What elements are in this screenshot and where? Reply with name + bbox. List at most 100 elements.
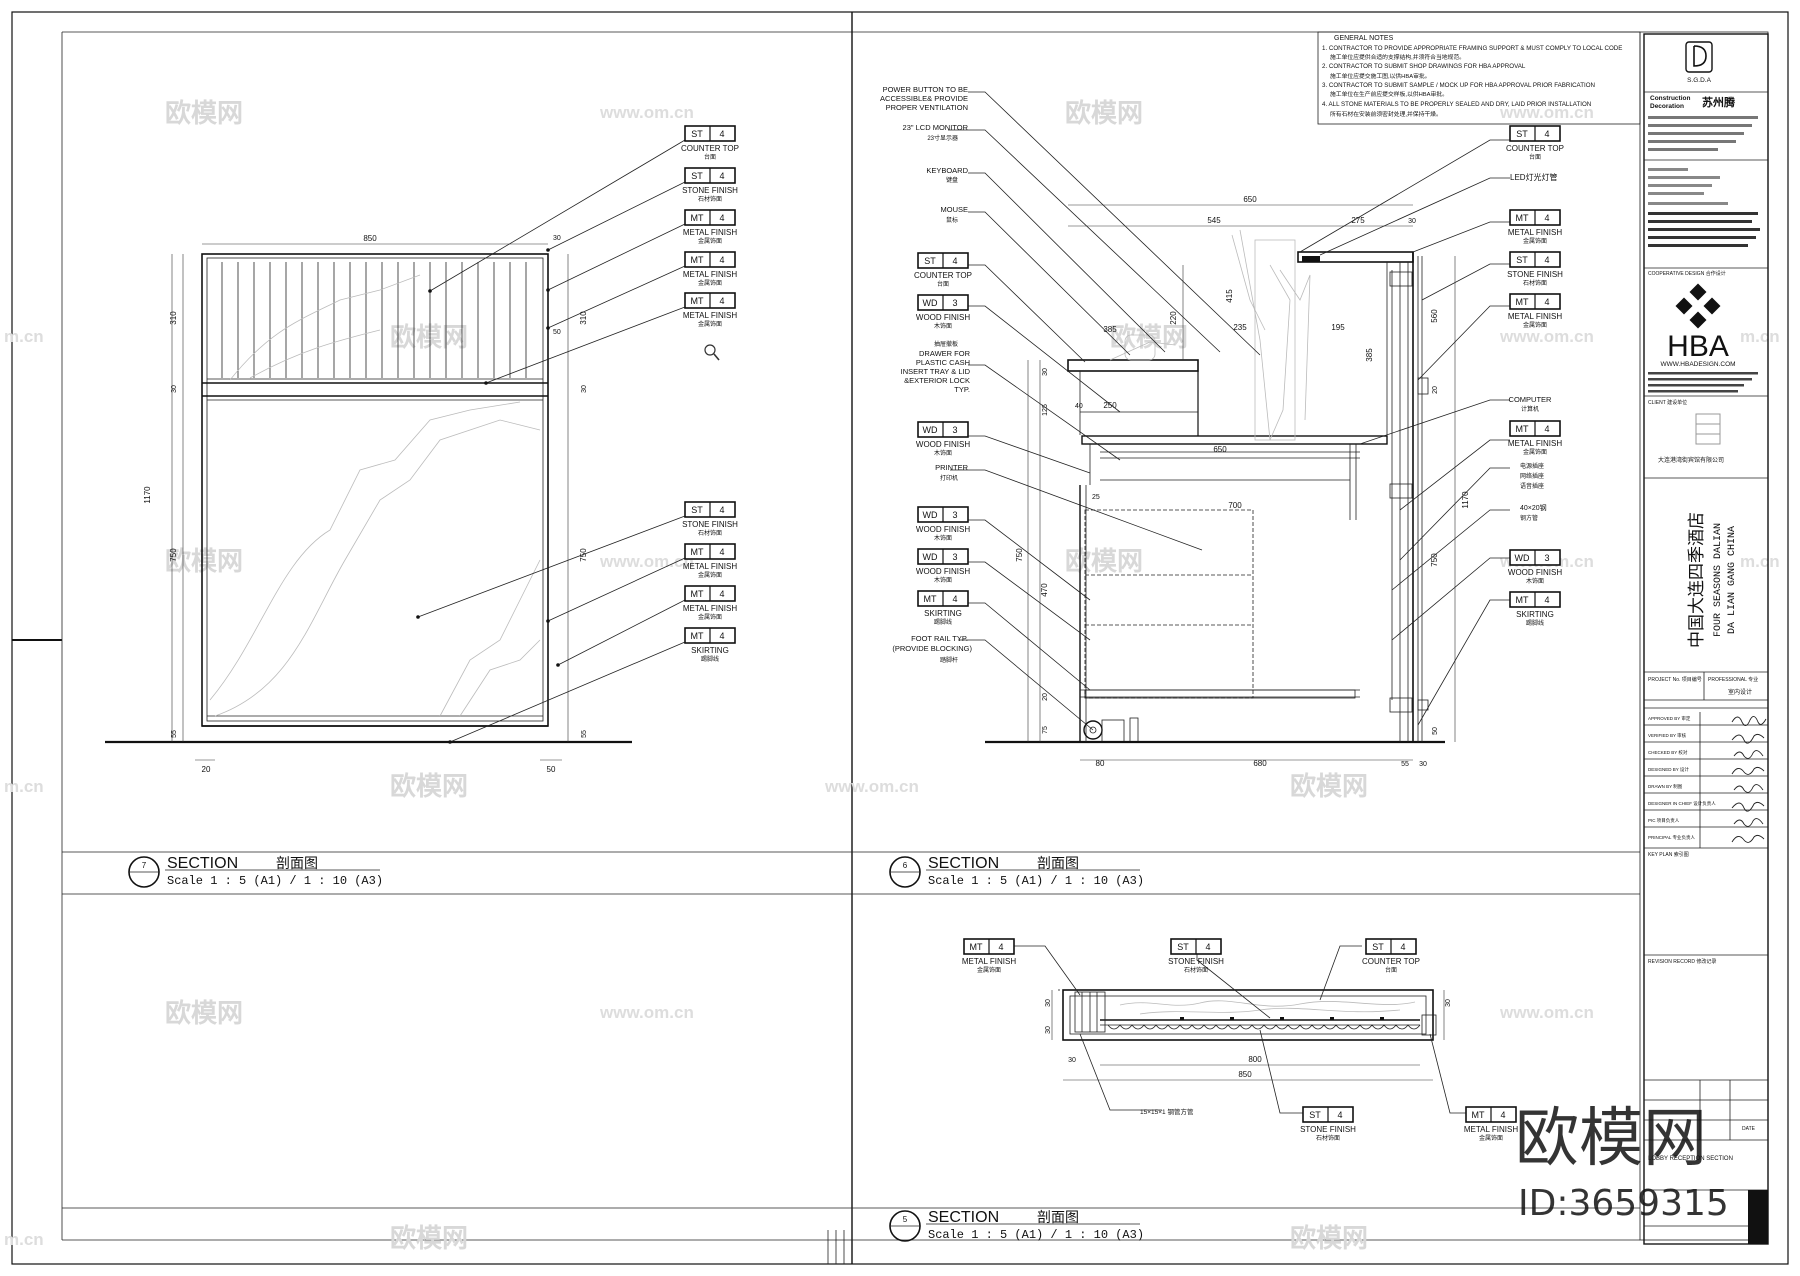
watermark-layer: 欧模网 欧模网 欧模网 欧模网 欧模网 欧模网 欧模网 欧模网 欧模网 欧模网 … — [4, 98, 1780, 1253]
svg-text:4: 4 — [1337, 1110, 1342, 1120]
svg-text:COUNTER TOP: COUNTER TOP — [1362, 957, 1420, 966]
svg-text:4: 4 — [998, 942, 1003, 952]
svg-text:STONE FINISH: STONE FINISH — [682, 186, 738, 195]
svg-text:MT: MT — [691, 547, 704, 557]
sheet-border — [11, 11, 1789, 1265]
svg-text:施工单位应提供合适的支撑结构,并须符合当地规范。: 施工单位应提供合适的支撑结构,并须符合当地规范。 — [1330, 53, 1465, 61]
section-7-drawing: 850 1170 310 30 750 55 310 30 750 55 20 … — [105, 139, 720, 774]
watermark-url: www.om.cn — [599, 103, 694, 122]
svg-text:DATE: DATE — [1742, 1126, 1756, 1132]
watermark-url: www.om.cn — [599, 552, 694, 571]
slat-pattern — [221, 262, 527, 378]
watermark-text: 欧模网 — [390, 771, 468, 801]
svg-text:石材饰面: 石材饰面 — [1523, 279, 1547, 287]
svg-text:金属饰面: 金属饰面 — [698, 279, 722, 287]
signature-icon — [1731, 716, 1767, 843]
bottom-watermark: 欧模网 ID:3659315 — [1515, 1102, 1729, 1224]
svg-text:踏脚杆: 踏脚杆 — [940, 656, 958, 664]
svg-text:WOOD FINISH: WOOD FINISH — [1508, 568, 1562, 577]
watermark-logo: 欧模网 — [1515, 1102, 1707, 1176]
dimension-label: 850 — [363, 234, 377, 243]
svg-text:施工单位应提交施工图,以供HBA审批。: 施工单位应提交施工图,以供HBA审批。 — [1330, 72, 1430, 80]
svg-text:APPROVED BY 审定: APPROVED BY 审定 — [1648, 715, 1691, 722]
dimension-label: 30 — [1042, 368, 1049, 376]
watermark-url: m.cn — [1740, 327, 1780, 346]
watermark-url: www.om.cn — [1499, 1003, 1594, 1022]
sgda-logo-icon: S.G.D.A — [1685, 41, 1713, 84]
svg-text:打印机: 打印机 — [940, 474, 958, 482]
svg-text:4: 4 — [719, 129, 724, 139]
svg-text:ST: ST — [691, 505, 703, 515]
svg-text:MT: MT — [1516, 213, 1529, 223]
watermark-url: m.cn — [1740, 552, 1780, 571]
svg-text:语音插座: 语音插座 — [1520, 482, 1544, 490]
dimension-label: 250 — [1103, 401, 1117, 410]
svg-text:ST: ST — [1516, 255, 1528, 265]
watermark-text: 欧模网 — [165, 998, 243, 1028]
dimension-label: 30 — [553, 235, 561, 242]
svg-text:COUNTER TOP: COUNTER TOP — [914, 271, 972, 280]
svg-text:4: 4 — [719, 547, 724, 557]
dimension-label: 235 — [1233, 323, 1247, 332]
svg-text:踢脚线: 踢脚线 — [934, 618, 952, 626]
svg-text:WD: WD — [923, 552, 938, 562]
dimension-label: 55 — [581, 730, 588, 738]
drawing-title: LOBBY RECEPTION SECTION — [1648, 1156, 1733, 1162]
svg-text:STONE FINISH: STONE FINISH — [1300, 1125, 1356, 1134]
svg-text:网络插座: 网络插座 — [1520, 472, 1544, 480]
section-5-title: 5 SECTION 剖面图 Scale 1 : 5 (A1) / 1 : 10 … — [889, 1209, 1144, 1242]
svg-text:金属饰面: 金属饰面 — [1523, 321, 1547, 329]
dimension-label: 195 — [1331, 323, 1345, 332]
svg-text:金属饰面: 金属饰面 — [698, 571, 722, 579]
svg-text:METAL FINISH: METAL FINISH — [683, 228, 737, 237]
label-computer: COMPUTER — [1509, 395, 1553, 404]
svg-text:4: 4 — [1544, 255, 1549, 265]
dimension-label: 750 — [1430, 553, 1439, 567]
dimension-label: 55 — [1401, 761, 1409, 768]
svg-text:METAL FINISH: METAL FINISH — [683, 270, 737, 279]
svg-text:3: 3 — [952, 425, 957, 435]
svg-text:SKIRTING: SKIRTING — [691, 646, 729, 655]
svg-text:MT: MT — [1516, 424, 1529, 434]
hba-wordmark: HBA — [1667, 330, 1729, 363]
section-6-drawing: 650 545 275 30 220 415 235 195 385 385 2… — [948, 91, 1510, 768]
svg-text:METAL FINISH: METAL FINISH — [683, 311, 737, 320]
svg-text:WD: WD — [923, 510, 938, 520]
dimension-label: 385 — [1365, 348, 1374, 362]
svg-text:抽屉撤板: 抽屉撤板 — [934, 340, 958, 348]
svg-text:4: 4 — [1500, 1110, 1505, 1120]
title-block: S.G.D.A Construction Decoration 苏州腾 COOP… — [1639, 31, 1769, 1245]
svg-text:VERIFIED BY 审核: VERIFIED BY 审核 — [1648, 732, 1687, 739]
dimension-label: 545 — [1207, 216, 1221, 225]
label-monitor: 23" LCD MONITOR — [903, 123, 969, 132]
svg-text:ST: ST — [1177, 942, 1189, 952]
watermark-id: ID:3659315 — [1518, 1183, 1729, 1224]
section-title: SECTION — [928, 1209, 999, 1226]
svg-text:PROFESSIONAL 专业: PROFESSIONAL 专业 — [1708, 676, 1758, 683]
svg-text:METAL FINISH: METAL FINISH — [1464, 1125, 1518, 1134]
dimension-label: 415 — [1225, 289, 1234, 303]
dimension-label: 560 — [1430, 309, 1439, 323]
svg-text:METAL FINISH: METAL FINISH — [683, 604, 737, 613]
svg-text:石材饰面: 石材饰面 — [698, 529, 722, 537]
dimension-label: 385 — [1103, 325, 1117, 334]
svg-text:4: 4 — [719, 171, 724, 181]
dimension-label: 75 — [1042, 726, 1049, 734]
svg-text:METAL FINISH: METAL FINISH — [683, 562, 737, 571]
svg-text:踢脚线: 踢脚线 — [1526, 619, 1544, 627]
dimension-label: 750 — [169, 548, 178, 562]
svg-text:木饰面: 木饰面 — [1526, 577, 1544, 585]
svg-text:METAL FINISH: METAL FINISH — [1508, 312, 1562, 321]
svg-text:4: 4 — [1544, 424, 1549, 434]
svg-text:WWW.HBADESIGN.COM: WWW.HBADESIGN.COM — [1660, 361, 1735, 368]
dimension-label: 30 — [1419, 761, 1427, 768]
dimension-label: 30 — [581, 385, 588, 393]
dimension-label: 50 — [547, 765, 556, 774]
svg-text:3: 3 — [952, 552, 957, 562]
svg-text:木饰面: 木饰面 — [934, 322, 952, 330]
svg-text:STONE FINISH: STONE FINISH — [1507, 270, 1563, 279]
label-drawer: DRAWER FOR — [919, 349, 971, 358]
